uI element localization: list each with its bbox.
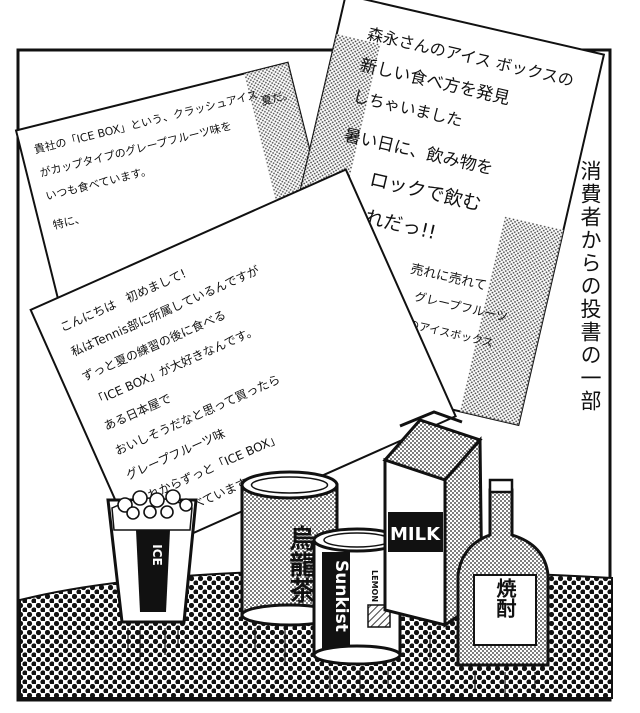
sunkist-sub: LEMON [370,570,379,602]
cup-label: ICE [150,544,164,565]
shochu-bottle: 焼酎 [456,478,550,698]
milk-label: MILK [390,524,441,545]
sunkist-brand: Sunkist [331,560,351,632]
letter-front: こんにちは 初めまして! 私はTennis部に所属しているんですが ずっと夏の練… [29,168,457,558]
caption: 消費者からの投書の一部 [578,160,602,413]
shochu-label: 焼酎 [493,578,517,618]
tea-can-label: 烏龍茶 [285,524,315,604]
ice-cup: ICE [106,489,198,660]
